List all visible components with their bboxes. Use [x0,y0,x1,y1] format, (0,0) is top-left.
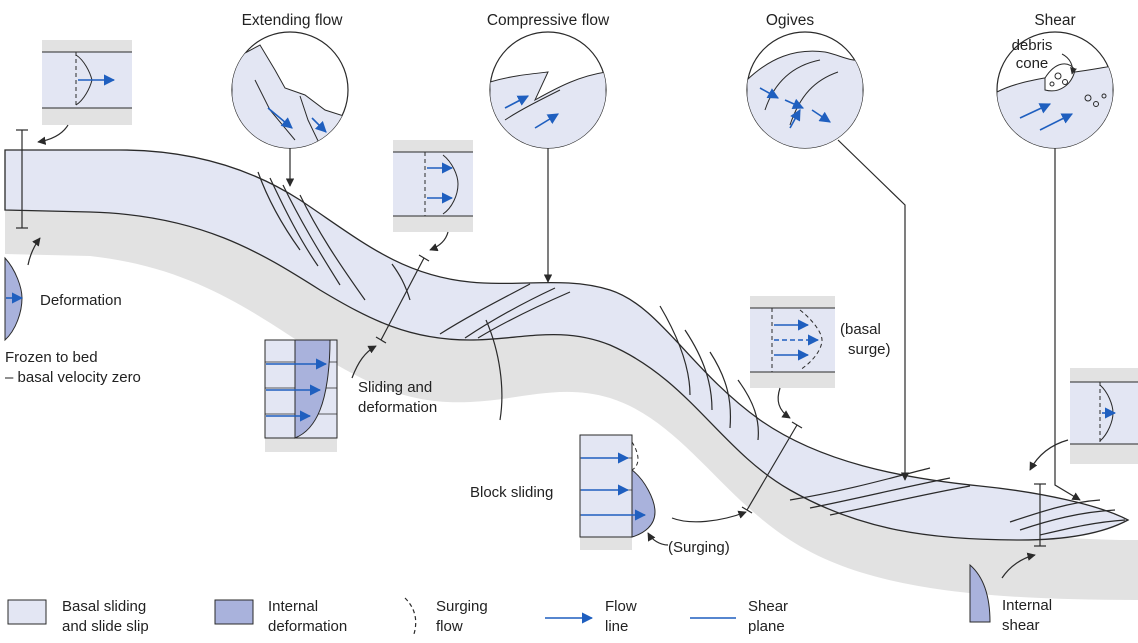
internal-shear-label-line1: Internal [1002,597,1052,614]
middle-upper-profile-box [393,140,473,232]
basal-surge-pointer [777,387,791,419]
sliding-label-line1: Sliding and [358,379,432,396]
basal-surge-profile-box [750,296,835,388]
deformation-profile [4,256,24,342]
legend: Basal sliding and slide slip Internal de… [7,597,788,635]
right-profile-pointer [1029,439,1069,471]
legend-internal-line1: Internal [268,598,318,615]
legend-basal-line1: Basal sliding [62,598,146,615]
legend-surging-line1: Surging [436,598,488,615]
internal-shear-profile [969,563,991,623]
block-sliding-label: Block sliding [470,484,553,501]
legend-swatch-surging [404,597,417,635]
legend-swatch-internal [214,599,254,625]
glacier-body [4,149,1130,541]
debris-label-line1: debris [1012,37,1053,54]
thickness-bar-middle [375,254,430,344]
right-profile-box [1070,368,1138,464]
shear-pointer [1054,148,1081,501]
title-ogives: Ogives [766,12,814,29]
sliding-deformation-profile-box [264,339,338,452]
block-sliding-pointer [671,510,747,523]
legend-flowline-line1: Flow [605,598,637,615]
legend-shearplane-line1: Shear [748,598,788,615]
legend-surging-line2: flow [436,618,463,635]
glacier-bed-shadow [5,210,1138,600]
surging-label: (Surging) [668,539,730,556]
internal-shear-label-line2: shear [1002,617,1040,634]
debris-pointer [1061,53,1077,75]
surging-pointer [647,532,669,546]
middle-upper-profile-pointer [429,231,449,252]
thickness-bar-right [1034,483,1046,547]
basal-surge-label-line2: surge) [848,341,891,358]
thickness-bar-lower [741,421,803,514]
frozen-label-line2: – basal velocity zero [5,369,141,386]
legend-internal-line2: deformation [268,618,347,635]
sliding-label-line2: deformation [358,399,437,416]
title-shear: Shear [1034,12,1075,29]
shear-inset [996,31,1114,149]
deformation-label: Deformation [40,292,122,309]
debris-label-line2: cone [1016,55,1049,72]
sliding-pointer [351,345,377,379]
internal-shear-pointer [1001,552,1036,579]
bed-pointer-left [27,237,41,266]
title-compressive-flow: Compressive flow [487,12,610,29]
title-extending-flow: Extending flow [242,12,344,29]
frozen-label-line1: Frozen to bed [5,349,98,366]
block-sliding-profile-box [579,434,656,550]
legend-flowline-line2: line [605,618,628,635]
ogives-pointer [837,139,910,481]
compressive-flow-inset [489,31,607,149]
basal-surge-label-line1: (basal [840,321,881,338]
extending-flow-inset [231,31,349,149]
upper-left-profile-pointer [37,124,69,145]
legend-swatch-basal [7,599,47,625]
thickness-bar-left [16,129,28,229]
upper-left-profile-box [42,40,132,125]
ogives-inset [746,31,864,149]
glacier-crevasses [257,171,1126,536]
legend-basal-line2: and slide slip [62,618,149,635]
legend-shearplane-line2: plane [748,618,785,635]
